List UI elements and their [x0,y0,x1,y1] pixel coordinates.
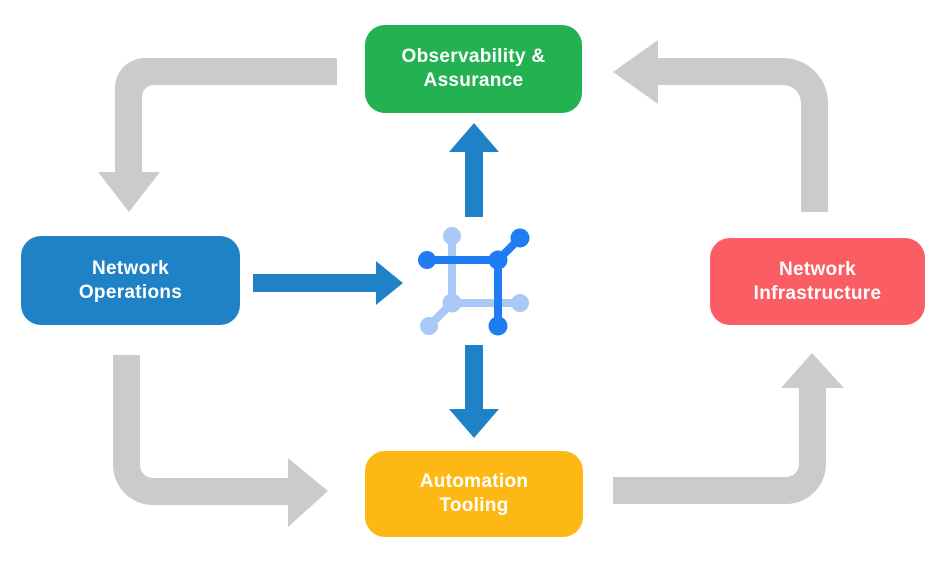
arrow-platform-to-automation [449,345,499,438]
icon-node-right [511,294,529,312]
node-observability-label: Observability & Assurance [401,46,546,91]
node-automation-tooling: Automation Tooling [365,451,583,537]
node-infrastructure-label: Network Infrastructure [753,258,882,304]
node-automation-label: Automation Tooling [419,471,529,516]
network-fabric-icon [418,227,530,336]
icon-node-outer-tr [510,228,530,248]
node-observability-assurance: Observability & Assurance [365,25,582,113]
icon-node-top [443,227,461,245]
icon-node-corner-bl [442,293,462,313]
node-operations-label: Network Operations [78,257,183,303]
node-network-infrastructure: Network Infrastructure [710,238,925,325]
arrow-operations-to-automation [113,355,328,527]
icon-node-left [418,251,436,269]
icon-node-bottom [488,316,508,336]
icon-node-outer-bl [420,317,438,335]
arrow-automation-to-infrastructure [613,353,844,504]
icon-node-corner-tr [488,250,508,270]
arrow-infrastructure-to-observability [613,40,828,212]
arrow-operations-to-platform [253,261,403,305]
arrow-observability-to-operations [98,58,337,212]
arrow-platform-to-observability [449,123,499,217]
node-network-operations: Network Operations [21,236,240,325]
